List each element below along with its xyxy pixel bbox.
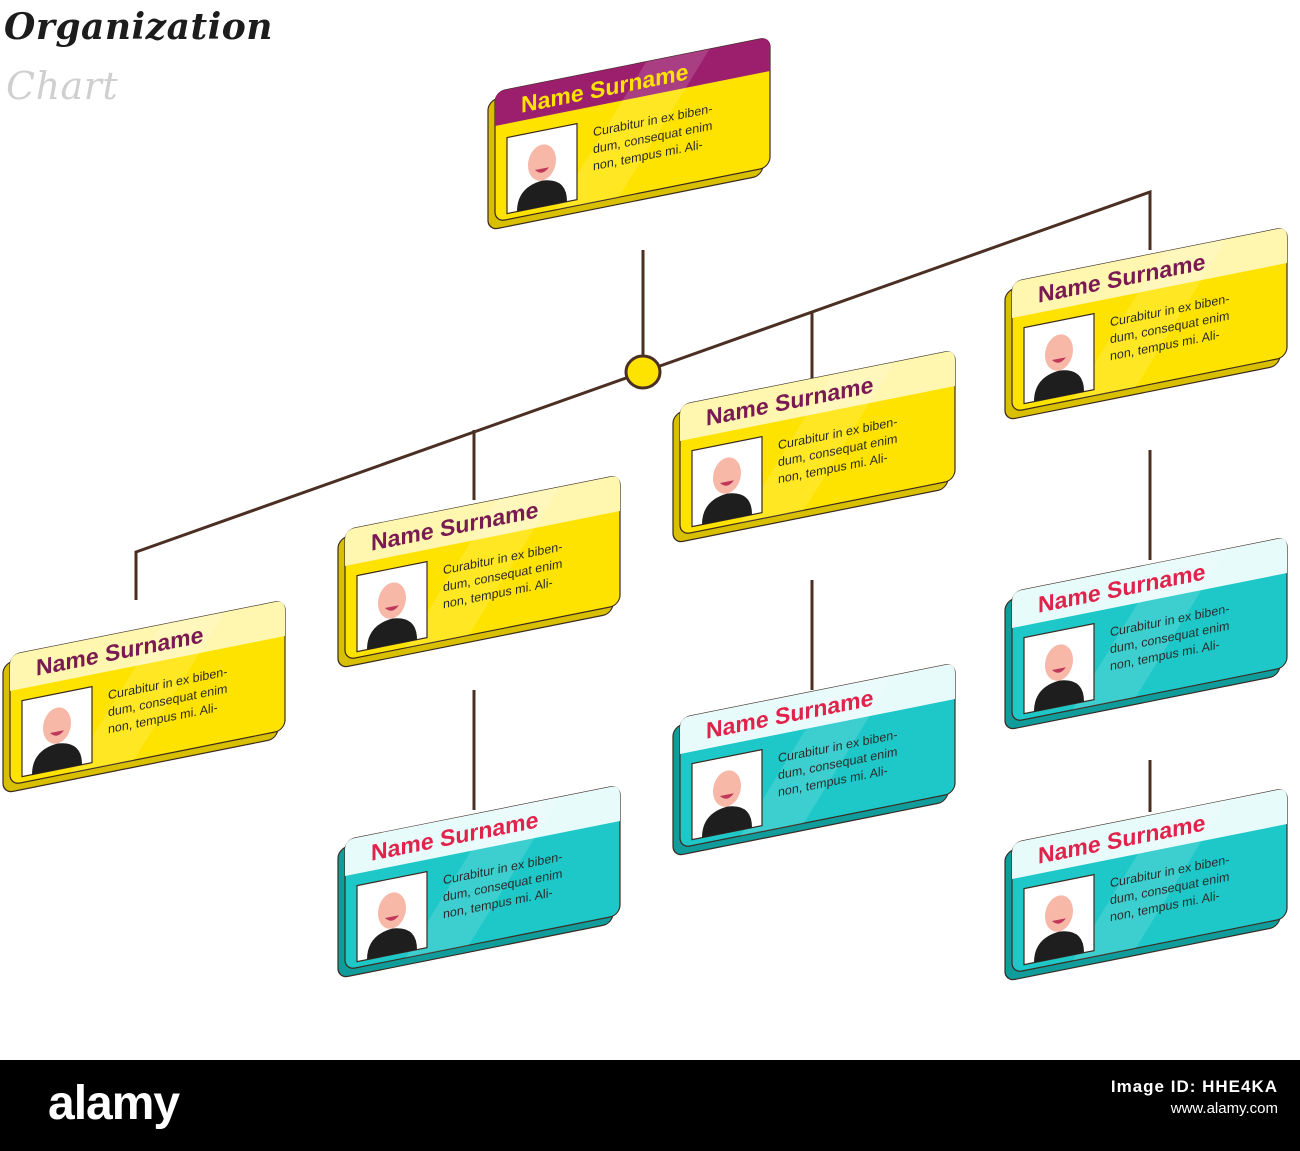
chart-title-line2: Chart — [6, 64, 119, 108]
card-header — [680, 664, 955, 754]
person-avatar-icon — [702, 457, 752, 525]
person-avatar-icon — [367, 892, 417, 960]
connector-lines — [134, 189, 1152, 812]
person-avatar-icon — [702, 770, 752, 838]
person-avatar-icon — [367, 582, 417, 650]
person-avatar-icon — [1034, 334, 1084, 402]
footer-info: Image ID: HHE4KA www.alamy.com — [1111, 1076, 1278, 1120]
card-header — [495, 38, 770, 126]
chart-title-line1: Organization — [4, 6, 273, 48]
alamy-logo: alamy — [48, 1077, 180, 1130]
person-avatar-icon — [32, 707, 82, 775]
stock-footer-bar: alamy Image ID: HHE4KA www.alamy.com — [0, 1060, 1300, 1151]
person-avatar-icon — [1034, 644, 1084, 712]
card-header — [680, 351, 955, 441]
card-header — [1012, 538, 1287, 628]
card-header — [345, 786, 620, 876]
card-header — [1012, 228, 1287, 318]
card-header — [1012, 789, 1287, 879]
footer-url: www.alamy.com — [1170, 1100, 1278, 1117]
card-header — [10, 601, 285, 691]
hub-node — [624, 354, 662, 390]
person-avatar-icon — [517, 144, 567, 212]
person-avatar-icon — [1034, 895, 1084, 963]
card-header — [345, 476, 620, 566]
image-id-text: Image ID: HHE4KA — [1110, 1077, 1278, 1096]
